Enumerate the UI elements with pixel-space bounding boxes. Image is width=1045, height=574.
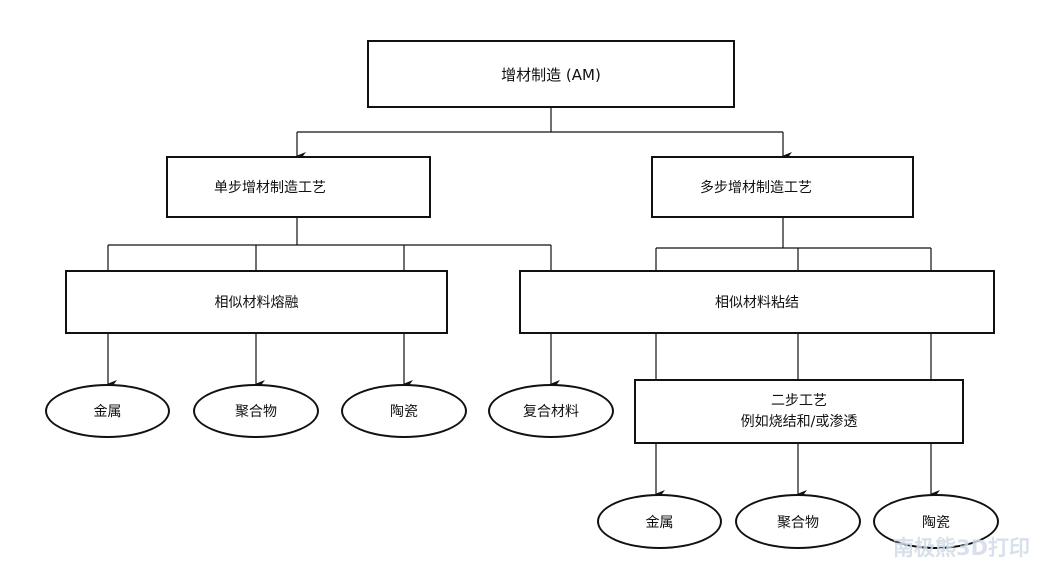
twostep-ceramic-node: 陶瓷	[873, 494, 999, 549]
multi-step-node: 多步增材制造工艺	[651, 156, 914, 218]
bonding-label: 相似材料粘结	[715, 295, 799, 311]
multi-step-label: 多步增材制造工艺	[700, 180, 812, 196]
root-node: 增材制造 (AM)	[367, 40, 735, 108]
bonding-node: 相似材料粘结	[519, 270, 995, 334]
root-label: 增材制造 (AM)	[501, 65, 601, 84]
single-step-label: 单步增材制造工艺	[214, 180, 326, 196]
fusion-metal-node: 金属	[45, 384, 170, 438]
composite-label: 复合材料	[523, 404, 579, 420]
two-step-node: 二步工艺 例如烧结和/或渗透	[634, 379, 964, 444]
fusion-metal-label: 金属	[93, 404, 122, 420]
fusion-polymer-label: 聚合物	[235, 404, 277, 420]
two-step-title: 二步工艺	[771, 392, 827, 409]
watermark-text: 南极熊3D打印	[893, 536, 1031, 560]
twostep-metal-label: 金属	[645, 514, 674, 531]
twostep-polymer-node: 聚合物	[735, 494, 861, 549]
composite-node: 复合材料	[488, 384, 614, 438]
single-step-node: 单步增材制造工艺	[166, 156, 431, 218]
twostep-metal-node: 金属	[597, 494, 722, 549]
fusion-label: 相似材料熔融	[214, 295, 299, 311]
twostep-polymer-label: 聚合物	[777, 514, 819, 531]
twostep-ceramic-label: 陶瓷	[922, 514, 950, 531]
fusion-node: 相似材料熔融	[65, 270, 448, 334]
two-step-example: 例如烧结和/或渗透	[740, 413, 858, 430]
fusion-ceramic-label: 陶瓷	[390, 404, 418, 420]
fusion-ceramic-node: 陶瓷	[341, 384, 467, 438]
fusion-polymer-node: 聚合物	[193, 384, 319, 438]
